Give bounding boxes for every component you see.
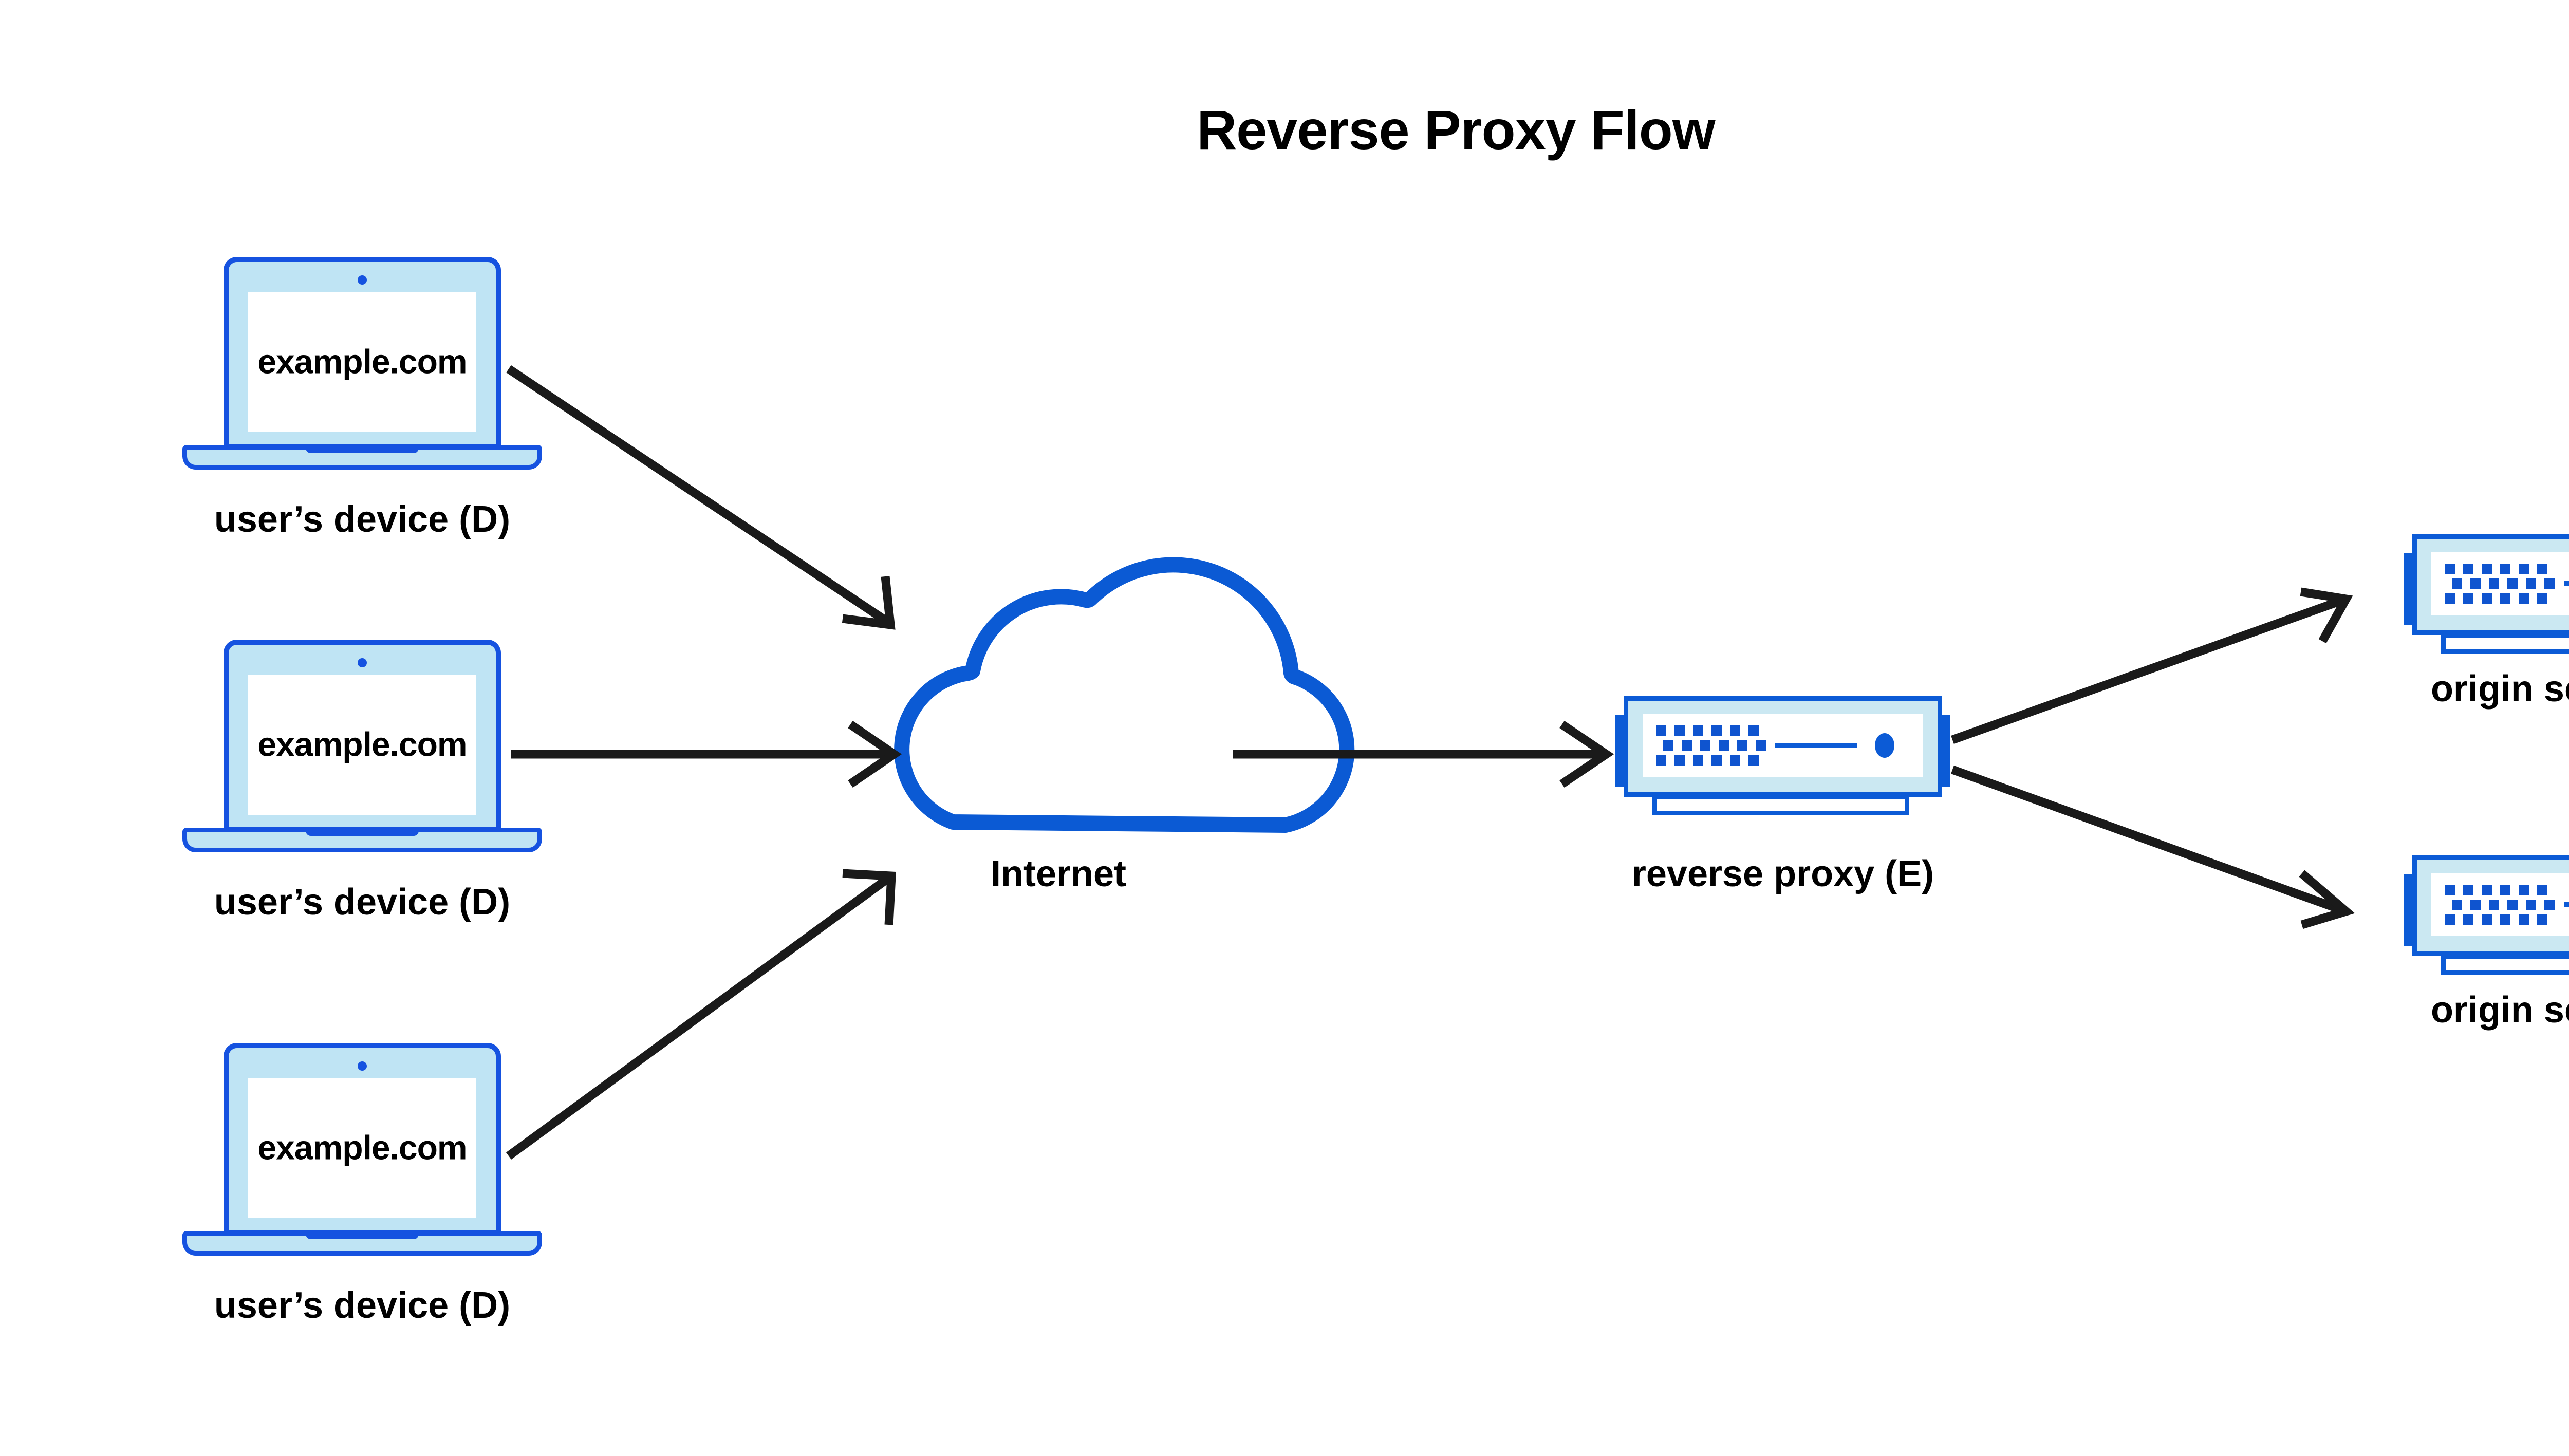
label-users-device-1: user’s device (D) xyxy=(214,499,511,540)
edge-proxy-to-origin1 xyxy=(1951,587,2353,744)
laptop-lid: example.com xyxy=(224,257,501,450)
server-foot xyxy=(2441,633,2569,654)
edge-device1-to-internet xyxy=(506,365,896,630)
laptop-notch xyxy=(306,828,419,836)
laptop-screen: example.com xyxy=(248,1078,476,1218)
edge-proxy-to-origin2 xyxy=(1951,766,2355,929)
led-grid-icon xyxy=(1656,725,1766,766)
server-status-dot-icon xyxy=(1875,733,1894,758)
cloud-icon[interactable] xyxy=(894,557,1355,833)
label-reverse-proxy: reverse proxy (E) xyxy=(1631,853,1934,894)
server-status-line-icon xyxy=(2564,902,2569,907)
node-users-device-2[interactable]: example.com xyxy=(182,640,542,861)
laptop-lid: example.com xyxy=(224,640,501,832)
laptop-notch xyxy=(306,1231,419,1239)
led-grid-icon xyxy=(2445,885,2555,925)
label-users-device-2: user’s device (D) xyxy=(214,882,511,923)
camera-icon xyxy=(358,1061,367,1071)
label-internet: Internet xyxy=(990,853,1127,894)
edge-device3-to-internet xyxy=(506,869,896,1160)
node-reverse-proxy[interactable] xyxy=(1615,696,1950,815)
screen-url-text: example.com xyxy=(257,724,467,763)
laptop-screen: example.com xyxy=(248,292,476,432)
server-foot xyxy=(2441,954,2569,975)
server-body xyxy=(2412,855,2569,956)
server-panel xyxy=(1643,714,1923,777)
edge-device2-to-internet xyxy=(511,720,902,788)
camera-icon xyxy=(358,275,367,285)
edge-internet-to-proxy xyxy=(1233,720,1614,788)
label-origin-server-2: origin server (F) xyxy=(2430,990,2569,1031)
label-users-device-3: user’s device (D) xyxy=(214,1285,511,1326)
laptop-screen: example.com xyxy=(248,675,476,815)
screen-url-text: example.com xyxy=(257,342,467,380)
label-origin-server-1: origin server (F) xyxy=(2430,668,2569,710)
server-status-line-icon xyxy=(2564,581,2569,586)
laptop-lid: example.com xyxy=(224,1043,501,1236)
page-title: Reverse Proxy Flow xyxy=(1197,99,1715,161)
laptop-notch xyxy=(306,445,419,453)
server-status-line-icon xyxy=(1775,743,1857,748)
led-grid-icon xyxy=(2445,564,2555,604)
server-body xyxy=(1624,696,1942,797)
node-users-device-1[interactable]: example.com xyxy=(182,257,542,478)
node-users-device-3[interactable]: example.com xyxy=(182,1043,542,1264)
server-panel xyxy=(2431,873,2569,936)
screen-url-text: example.com xyxy=(257,1128,467,1166)
node-origin-server-1[interactable] xyxy=(2404,534,2569,654)
server-foot xyxy=(1652,795,1909,815)
node-origin-server-2[interactable] xyxy=(2404,855,2569,975)
server-body xyxy=(2412,534,2569,635)
server-panel xyxy=(2431,552,2569,615)
camera-icon xyxy=(358,658,367,667)
